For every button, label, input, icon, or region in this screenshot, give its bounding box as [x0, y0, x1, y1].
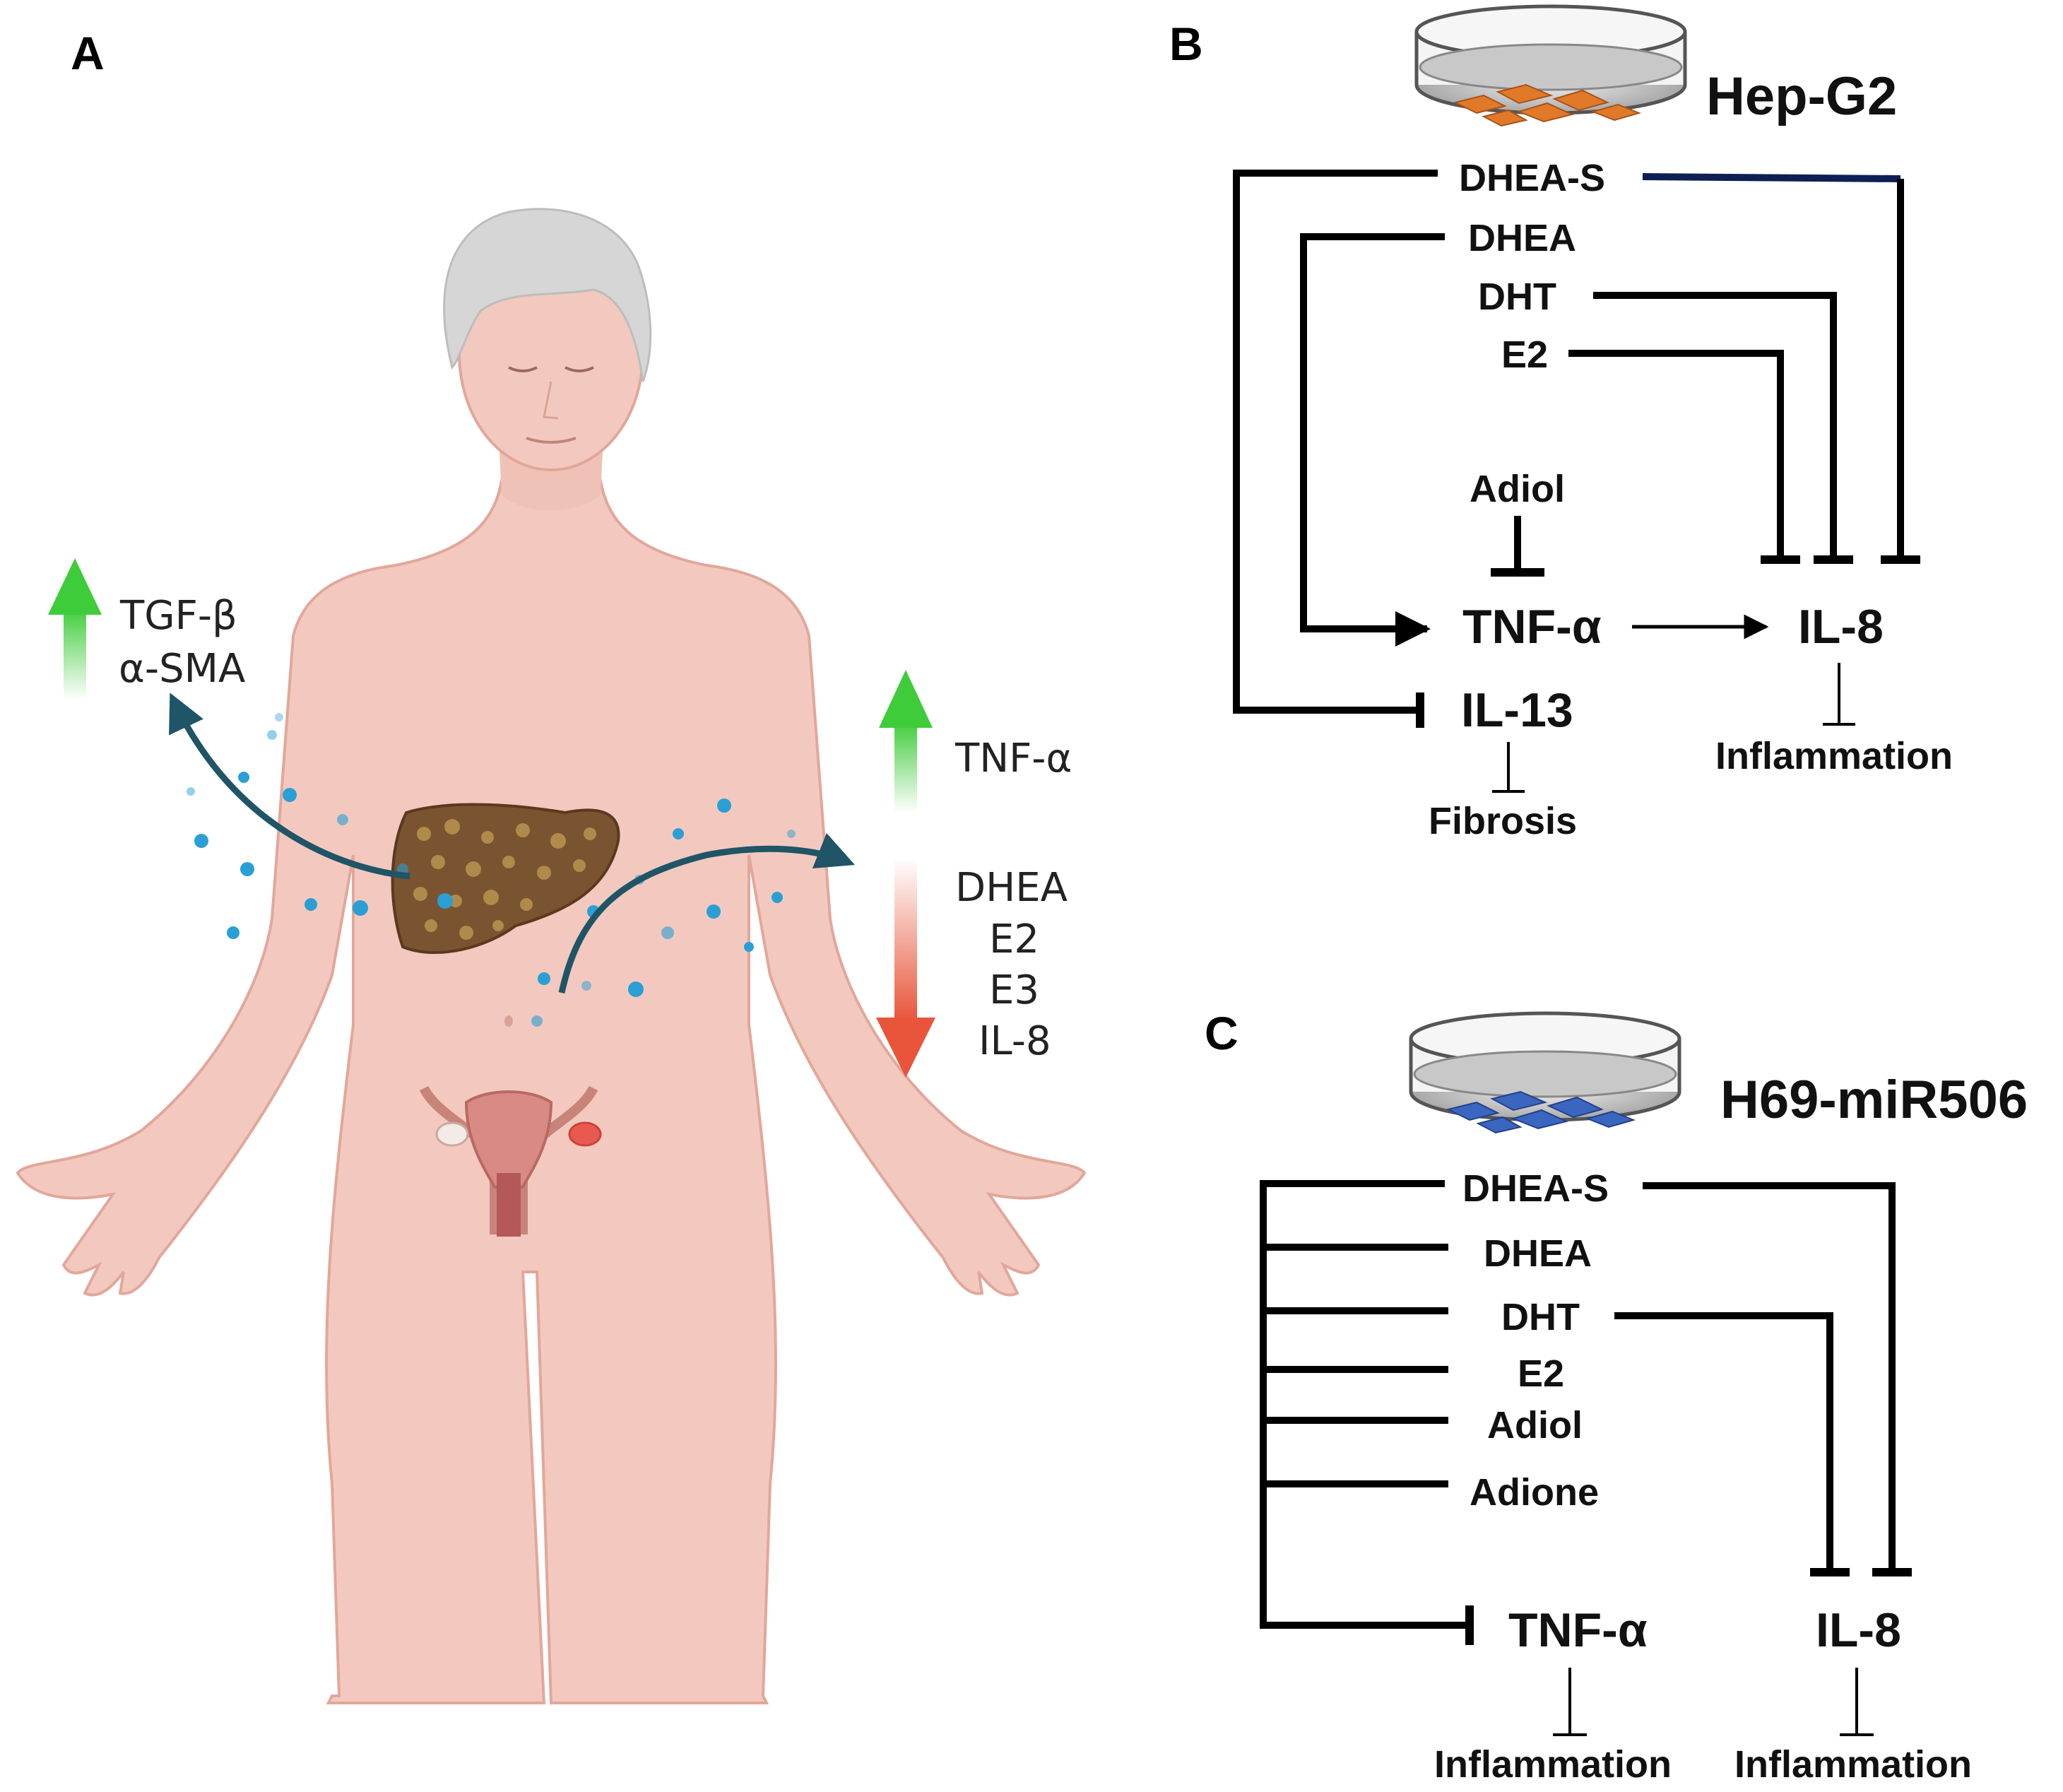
node-c-adione: Adione [1470, 1471, 1599, 1514]
panel-b-label: B [1169, 18, 1203, 70]
green-up-arrow-right [879, 670, 933, 813]
label-e2-down: E2 [989, 916, 1039, 962]
node-dht: DHT [1478, 276, 1556, 318]
hair [443, 208, 652, 382]
left-eye [508, 366, 538, 372]
edge-adiol-inhibits-tnf [1491, 516, 1544, 577]
node-c-inflammation-tnf: Inflammation [1434, 1743, 1672, 1786]
node-fibrosis: Fibrosis [1429, 800, 1577, 842]
petri-dish-hepg2 [1414, 4, 1687, 127]
edge-c-dht-inhibits-il8 [1614, 1312, 1850, 1576]
node-tnf-alpha: TNF-α [1462, 600, 1602, 654]
node-il13: IL-13 [1461, 683, 1573, 737]
body-silhouette [16, 479, 1087, 1704]
label-il8-down: IL-8 [979, 1018, 1051, 1064]
edge-e2-inhibits-il8 [1568, 350, 1800, 564]
node-c-dhea-s: DHEA-S [1462, 1167, 1609, 1210]
node-c-inflammation-il8: Inflammation [1734, 1743, 1972, 1786]
node-e2: E2 [1501, 334, 1548, 376]
edge-dhea-s-inhibits-il13 [1233, 170, 1438, 728]
edge-il13-inhibits-fibrosis [1492, 742, 1525, 793]
red-down-arrow [876, 859, 935, 1078]
nose [543, 381, 559, 420]
petri-dish-h69 [1409, 1011, 1681, 1134]
cell-line-hepg2: Hep-G2 [1706, 66, 1897, 126]
label-e3-down: E3 [989, 967, 1039, 1013]
label-dhea-down: DHEA [955, 865, 1068, 911]
liver-texture [413, 819, 596, 940]
node-dhea: DHEA [1468, 217, 1576, 259]
label-alpha-sma: α-SMA [119, 646, 245, 692]
edge-c-tnf-inhibits-inflammation [1553, 1668, 1587, 1736]
woman-body-illustration [16, 208, 1087, 1704]
green-up-arrow-left [48, 558, 102, 700]
edge-dhea-s-inhibits-il8 [1642, 173, 1920, 564]
node-inflammation: Inflammation [1715, 735, 1953, 777]
uterus [419, 1085, 602, 1237]
node-c-adiol: Adiol [1487, 1404, 1583, 1446]
panel-c: C H69-miR506 DHEA-S DHEA DHT E2 Adiol Ad [1205, 1007, 2028, 1786]
edge-dhea-activates-tnf [1300, 233, 1445, 647]
node-adiol: Adiol [1470, 468, 1565, 510]
panel-b: B Hep-G2 DHEA-S DHEA DHT E2 Adiol TNF-α [1169, 4, 1953, 842]
cell-line-h69-mir506: H69-miR506 [1720, 1070, 2028, 1130]
edge-c-il8-inhibits-inflammation [1840, 1668, 1874, 1736]
edge-dht-inhibits-il8 [1593, 292, 1853, 564]
right-eye [564, 366, 594, 372]
node-c-tnf-alpha: TNF-α [1508, 1603, 1648, 1657]
edge-c-all-inhibit-tnf [1260, 1180, 1474, 1645]
node-c-dht: DHT [1501, 1296, 1580, 1338]
node-c-il8: IL-8 [1816, 1603, 1901, 1657]
edge-il8-inhibits-inflammation [1823, 663, 1855, 726]
panel-c-label: C [1205, 1007, 1239, 1059]
node-il8: IL-8 [1798, 600, 1884, 654]
navel [504, 1015, 513, 1027]
node-dhea-s: DHEA-S [1459, 157, 1605, 199]
label-tnf-alpha-up: TNF-α [954, 736, 1072, 782]
panel-a: A [16, 27, 1087, 1704]
panel-a-label: A [71, 27, 105, 79]
node-c-dhea: DHEA [1484, 1232, 1592, 1275]
curve-arrow-left [169, 692, 410, 880]
node-c-e2: E2 [1518, 1352, 1564, 1395]
label-tgf-beta: TGF-β [119, 593, 237, 639]
mouth [526, 437, 577, 444]
curve-arrow-right [558, 832, 856, 994]
edge-c-dhea-s-inhibits-il8 [1643, 1182, 1912, 1576]
